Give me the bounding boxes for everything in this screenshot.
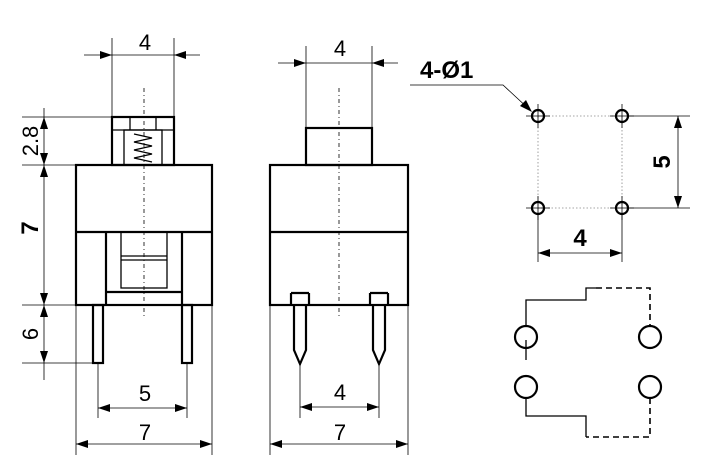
hole-callout-label: 4-Ø1 (420, 57, 473, 84)
switch-schematic (513, 287, 663, 438)
middle-pin-left (292, 305, 308, 367)
left-pin-left (91, 303, 105, 365)
middle-pin-spacing-label: 4 (334, 380, 346, 405)
middle-top-width-label: 4 (334, 36, 346, 61)
left-pin-right (180, 303, 194, 365)
left-body-height-label: 7 (17, 221, 44, 234)
left-top-width-label: 4 (139, 30, 151, 55)
contact-top-right (637, 324, 663, 350)
hole-pattern: 4-Ø1 5 4 (410, 57, 690, 262)
left-view: 4 2.8 7 6 5 7 (17, 30, 214, 455)
contact-bottom-right (637, 374, 663, 400)
left-total-width-label: 7 (139, 420, 151, 445)
middle-pin-right (371, 305, 387, 367)
hole-horizontal-spacing-label: 4 (573, 225, 587, 252)
middle-body (268, 163, 410, 307)
spring (133, 133, 153, 163)
left-pin-spacing-label: 5 (139, 381, 151, 406)
contact-bottom-left (513, 374, 539, 400)
left-stem (110, 115, 176, 167)
left-pin-height-label: 6 (18, 328, 43, 340)
hole-vertical-spacing-label: 5 (649, 155, 676, 168)
left-stem-height-label: 2.8 (18, 126, 43, 157)
left-body (74, 163, 214, 307)
middle-view: 4 4 7 (268, 36, 410, 455)
middle-total-width-label: 7 (334, 420, 346, 445)
contact-top-left (513, 324, 539, 350)
